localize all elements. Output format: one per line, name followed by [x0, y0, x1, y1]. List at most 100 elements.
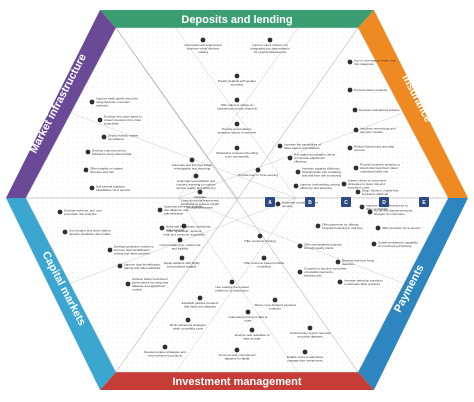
hexagon-dot-icon	[353, 165, 359, 171]
hexagon-dot-icon	[234, 347, 240, 353]
border-bands	[6, 10, 468, 390]
hexagon-dot-icon	[234, 97, 240, 103]
deposits-use-case-7: Provide loan in Time-sensing	[238, 167, 278, 177]
use-case-label: Process claims instantly	[354, 88, 387, 92]
hexagon-dot-icon	[287, 155, 293, 161]
payments-band	[358, 198, 468, 390]
hexagon-dot-icon	[249, 327, 255, 333]
hexagon-dot-icon	[185, 317, 191, 323]
marker-box	[341, 197, 351, 207]
hexagon-dot-icon	[277, 143, 283, 149]
marker-box	[379, 197, 389, 207]
hexagon-dot-icon	[272, 297, 278, 303]
sector-lines	[26, 27, 448, 373]
hexagon-dot-icon	[297, 269, 303, 275]
infrastructure-use-case-7: Automate and improve triage,investigatio…	[172, 157, 213, 171]
hexagon-dot-icon	[97, 117, 103, 123]
marker-box	[419, 197, 429, 207]
hexagon-dot-icon	[62, 229, 68, 235]
hexagon-dot-icon	[352, 107, 358, 113]
use-case-label: Provide personalized,proactive advice in…	[218, 127, 257, 135]
hexagon-dot-icon	[355, 189, 361, 195]
use-case-label: Offer products "as a service"	[382, 226, 421, 230]
use-case-label: Automate and improve triage,investigatio…	[172, 163, 213, 171]
hexagon-dot-icon	[337, 279, 343, 285]
hexagon-dot-icon	[375, 225, 381, 231]
hexagon-dot-icon	[335, 259, 341, 265]
hexagon-dot-icon	[293, 183, 299, 189]
hexagon-dot-icon	[107, 247, 113, 253]
hexagon-dot-icon	[162, 344, 168, 350]
hexagon-dot-icon	[189, 157, 195, 163]
hexagon-dot-icon	[261, 255, 267, 261]
marker-b: B	[305, 197, 315, 207]
hexagon-dot-icon	[179, 255, 185, 261]
hexagon-dot-icon	[341, 181, 347, 187]
marker-box	[265, 197, 275, 207]
investment-header: Investment management	[173, 376, 302, 388]
hexagon-dot-icon	[255, 167, 261, 173]
hexagon-dot-icon	[89, 99, 95, 105]
investment-band	[100, 372, 374, 390]
use-case-label: Improve deal identification,pairing and …	[124, 262, 161, 270]
market-infrastructure-band	[6, 10, 116, 198]
marker-d: D	[379, 197, 389, 207]
marker-c: C	[341, 197, 351, 207]
hexagon-dot-icon	[234, 73, 240, 79]
hexagon-dot-icon	[257, 233, 263, 239]
hexagon-dot-icon	[347, 145, 353, 151]
hexagon-dot-icon	[359, 204, 365, 210]
